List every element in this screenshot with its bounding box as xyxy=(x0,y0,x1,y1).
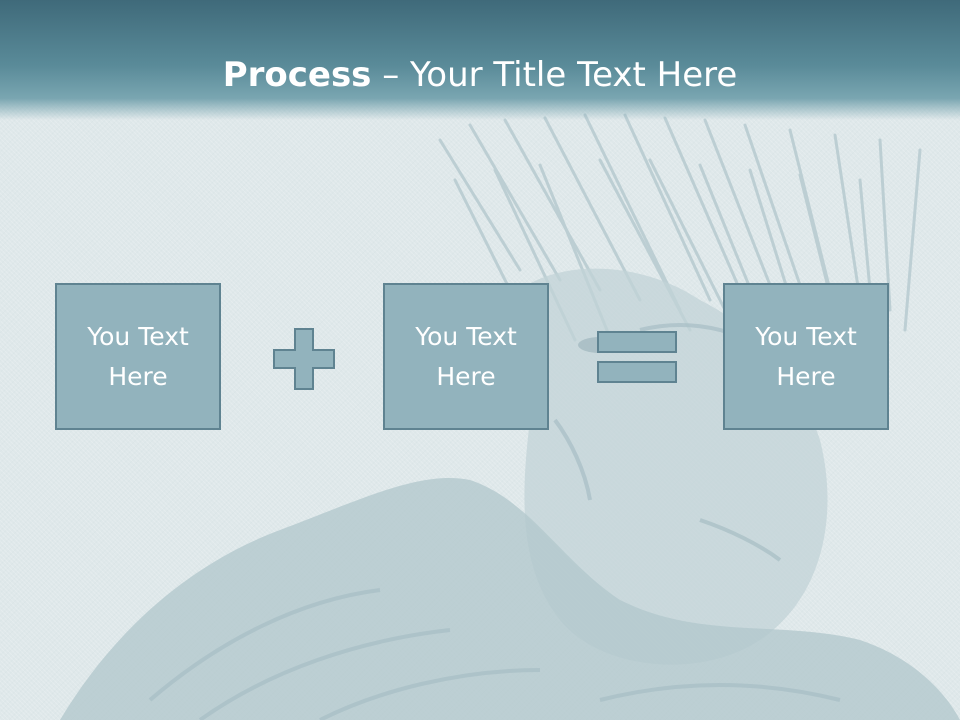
process-box-2[interactable]: You Text Here xyxy=(383,283,549,430)
process-box-3-text: You Text Here xyxy=(755,321,857,391)
process-box-1-text: You Text Here xyxy=(87,321,189,391)
plus-icon xyxy=(273,328,335,390)
process-box-2-text: You Text Here xyxy=(415,321,517,391)
slide-title[interactable]: Process – Your Title Text Here xyxy=(0,54,960,96)
process-box-1[interactable]: You Text Here xyxy=(55,283,221,430)
title-bold-part: Process xyxy=(222,55,372,95)
title-bar xyxy=(0,0,960,120)
title-text-part: – Your Title Text Here xyxy=(371,55,738,95)
process-box-3[interactable]: You Text Here xyxy=(723,283,889,430)
equals-icon xyxy=(597,331,677,383)
